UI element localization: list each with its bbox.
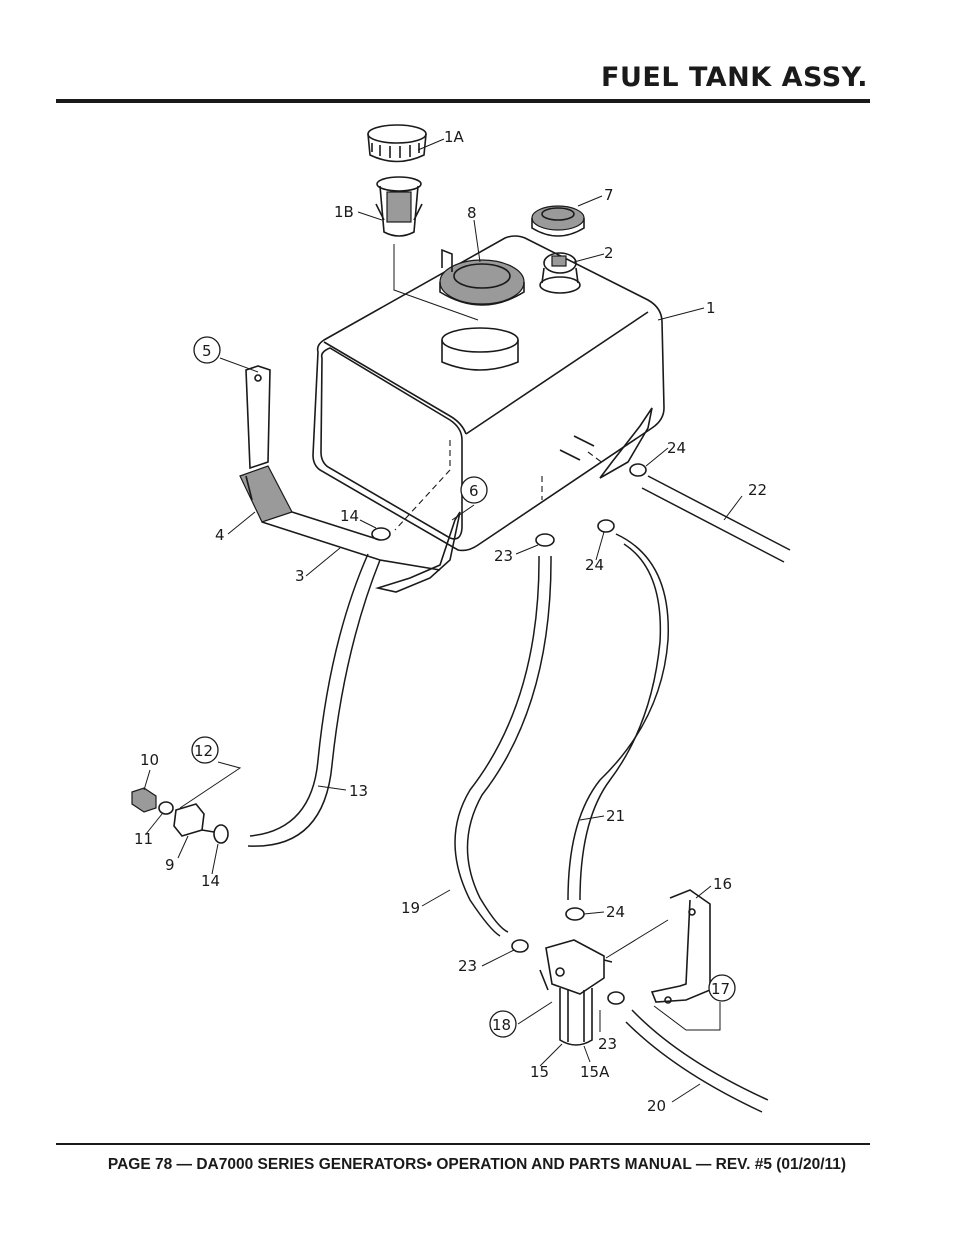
callout-bubble-6 bbox=[460, 476, 488, 504]
fuel-strainer bbox=[375, 176, 423, 237]
callout-20: 20 bbox=[647, 1097, 666, 1115]
fuel-gauge bbox=[539, 252, 581, 294]
page-footer: PAGE 78 — DA7000 SERIES GENERATORS• OPER… bbox=[107, 1156, 847, 1173]
callout-16: 16 bbox=[713, 875, 732, 893]
callout-8: 8 bbox=[467, 204, 477, 222]
callout-3: 3 bbox=[295, 567, 305, 585]
hose-21 bbox=[567, 533, 669, 901]
filter-bracket bbox=[650, 889, 711, 1004]
callout-5: 5 bbox=[202, 342, 212, 360]
hose-clamps bbox=[213, 463, 647, 1005]
callout-9: 9 bbox=[165, 856, 175, 874]
hose-20 bbox=[625, 1009, 769, 1113]
callout-6: 6 bbox=[469, 482, 479, 500]
filler-neck-gasket bbox=[439, 248, 525, 306]
callout-22: 22 bbox=[748, 481, 767, 499]
callout-1A: 1A bbox=[444, 128, 465, 146]
callout-24-top: 24 bbox=[667, 439, 686, 457]
tank-bracket-left bbox=[374, 511, 461, 593]
callout-14-bottom: 14 bbox=[201, 872, 220, 890]
callout-24-mid: 24 bbox=[585, 556, 604, 574]
callout-bubble-18 bbox=[489, 1010, 517, 1038]
hose-19 bbox=[454, 555, 552, 937]
hose-22 bbox=[641, 475, 791, 563]
callout-24-bottom: 24 bbox=[606, 903, 625, 921]
callout-1B: 1B bbox=[334, 203, 354, 221]
leader-lines bbox=[143, 138, 743, 1103]
fuel-cap bbox=[367, 124, 427, 163]
gauge-gasket bbox=[531, 205, 585, 237]
tank-bracket-right bbox=[599, 407, 653, 479]
callout-1: 1 bbox=[706, 299, 716, 317]
callout-11: 11 bbox=[134, 830, 153, 848]
callout-17: 17 bbox=[711, 980, 730, 998]
callout-23-right: 23 bbox=[598, 1035, 617, 1053]
fuel-tank bbox=[312, 235, 665, 552]
callout-13: 13 bbox=[349, 782, 368, 800]
callout-15: 15 bbox=[530, 1063, 549, 1081]
callout-15A: 15A bbox=[580, 1063, 610, 1081]
callout-2: 2 bbox=[604, 244, 614, 262]
hose-13 bbox=[247, 553, 381, 847]
fuel-filter-assy bbox=[539, 939, 613, 1046]
callout-10: 10 bbox=[140, 751, 159, 769]
callout-4: 4 bbox=[215, 526, 225, 544]
footer-rule bbox=[56, 1143, 870, 1145]
callout-14-top: 14 bbox=[340, 507, 359, 525]
bolts bbox=[541, 435, 605, 500]
callout-23-top: 23 bbox=[494, 547, 513, 565]
page-title: FUEL TANK ASSY. bbox=[601, 62, 868, 93]
tank-strap bbox=[239, 365, 441, 571]
callout-bubble-5 bbox=[193, 336, 221, 364]
callout-bubble-17 bbox=[708, 974, 736, 1002]
callout-12: 12 bbox=[194, 742, 213, 760]
callout-23-left: 23 bbox=[458, 957, 477, 975]
header-rule bbox=[56, 99, 870, 103]
callout-19: 19 bbox=[401, 899, 420, 917]
fuel-fitting bbox=[131, 787, 215, 837]
callout-bubble-12 bbox=[191, 736, 219, 764]
callout-18: 18 bbox=[492, 1016, 511, 1034]
callout-7: 7 bbox=[604, 186, 614, 204]
callout-21: 21 bbox=[606, 807, 625, 825]
